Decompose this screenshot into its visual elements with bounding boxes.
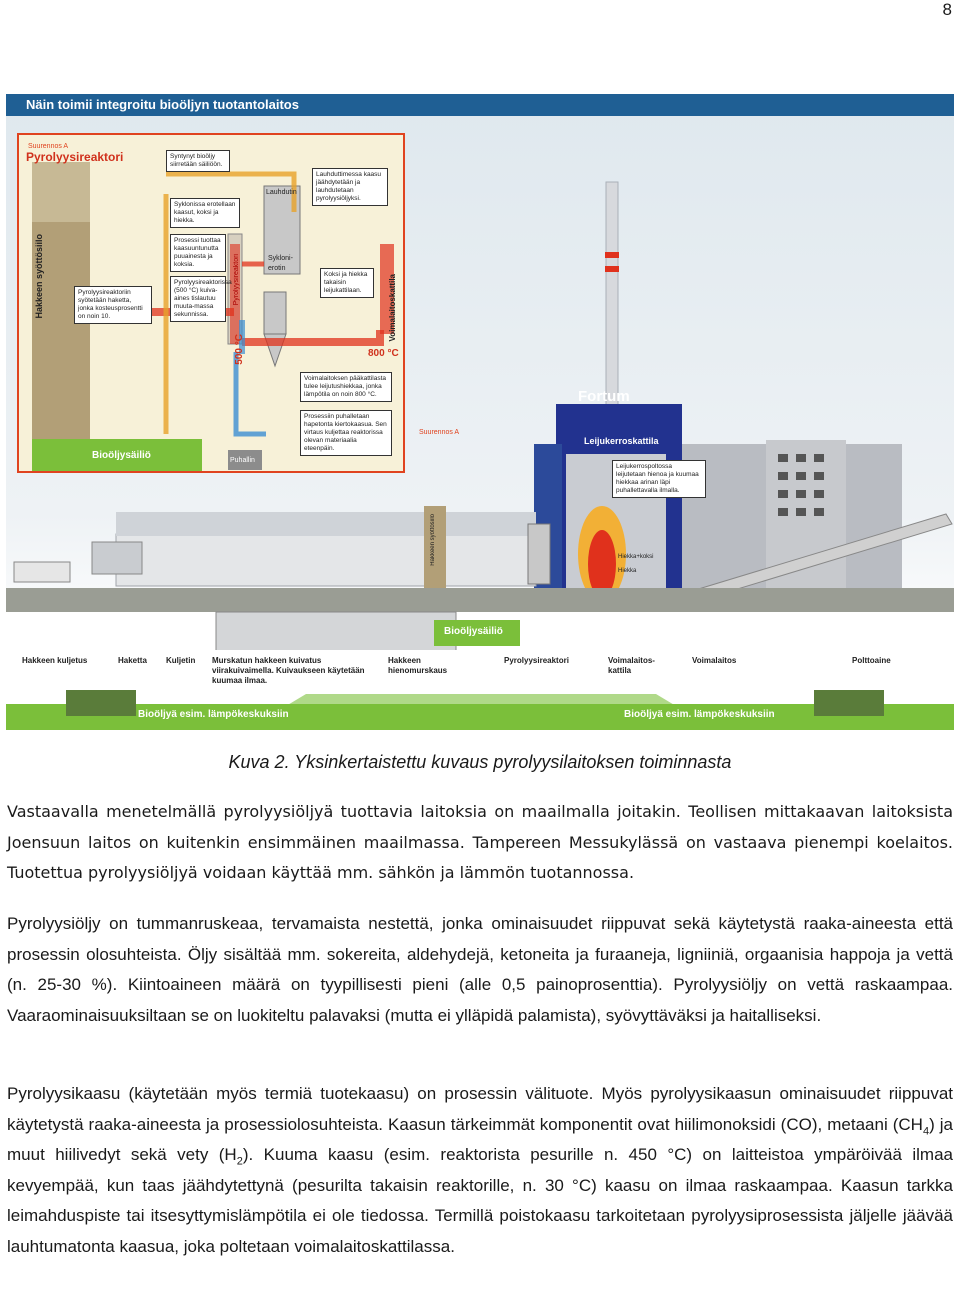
callout-prosessi: Prosessi tuottaa kaasuuntunutta puuaines…	[170, 234, 226, 272]
bio-oil-tank-lower: Bioöljysäiliö	[444, 626, 503, 637]
step-voimalaitoskattila: Voimalaitos-kattila	[608, 656, 655, 675]
p3-part-a: Pyrolyysikaasu (käytetään myös termiä tu…	[7, 1084, 953, 1134]
temp-800: 800 °C	[368, 348, 399, 359]
sykloni-label: Sykloni- erotin	[268, 255, 293, 272]
fortum-text: Fortum	[578, 388, 630, 405]
p3-sub-h2: 2	[236, 1155, 243, 1168]
temp-500: 500 °C	[234, 334, 245, 365]
hiekka-koksi-label: Hiekka+koksi	[618, 554, 654, 560]
callout-syklonissa: Syklonissa erotellaan kaasut, koksi ja h…	[170, 198, 240, 228]
p3-part-c: ). Kuuma kaasu (esim. reaktorista pesuri…	[7, 1145, 953, 1256]
callout-pyro: Pyrolyysireaktorissa (500 °C) kuiva-aine…	[170, 276, 232, 322]
callout-puhallus: Prosessiin puhalletaan hapetonta kiertok…	[300, 410, 392, 456]
callout-lauhdutin: Lauhduttimessa kaasu jäähdytetään ja lau…	[312, 168, 388, 206]
output-left: Bioöljyä esim. lämpökeskuksiin	[138, 709, 289, 720]
figure-caption: Kuva 2. Yksinkertaistettu kuvaus pyrolyy…	[228, 752, 732, 772]
plant-illustration	[6, 133, 954, 730]
step-kuljetin: Kuljetin	[166, 656, 196, 665]
puhallin-label: Puhallin	[230, 457, 255, 464]
paragraph-2: Pyrolyysiöljy on tummanruskeaa, tervamai…	[7, 914, 953, 1025]
step-voimalaitos: Voimalaitos	[692, 656, 737, 665]
paragraph-1: Vastaavalla menetelmällä pyrolyysiöljyä …	[7, 802, 953, 882]
figure-header: Näin toimii integroitu bioöljyn tuotanto…	[6, 94, 954, 116]
p3-sub-ch4: 4	[922, 1124, 930, 1137]
callout-syntynyt: Syntynyt bioöljy siirretään säiliöön.	[166, 150, 230, 172]
feed-silo-lower-label: Hakkeen syöttösiilo	[430, 514, 436, 566]
callout-voimalaitos: Voimalaitoksen pääkattilasta tulee leiju…	[300, 372, 392, 402]
step-kuivatus: Murskatun hakkeen kuivatus viirakuivaime…	[212, 656, 365, 685]
reactor-title: Pyrolyysireaktori	[26, 150, 124, 164]
p3-part-b: ) ja muut hiilivedyt sekä vety (H	[7, 1114, 953, 1165]
fortum-logo: Fortum	[578, 388, 630, 405]
output-right: Bioöljyä esim. lämpökeskuksiin	[624, 709, 775, 720]
lauhdutin-label: Lauhdutin	[266, 189, 297, 196]
process-figure: Näin toimii integroitu bioöljyn tuotanto…	[6, 94, 954, 746]
reactor-vertical-label: Pyrolyysireaktori	[233, 254, 240, 306]
callout-leijukerros: Leijukerrospoltossa leijutetaan hienoa j…	[612, 460, 706, 498]
hiekka-label: Hiekka	[618, 568, 637, 574]
bio-oil-tank-upper: Bioöljysäiliö	[92, 450, 151, 461]
suurennos-a-mid: Suurennos A	[419, 429, 460, 436]
paragraph-3: Pyrolyysikaasu (käytetään myös termiä tu…	[7, 1079, 953, 1262]
boiler-vertical-label: Voimalaitoskattila	[388, 274, 397, 342]
step-hienomurskaus: Hakkeen hienomurskaus	[388, 656, 448, 675]
callout-syotetaan: Pyrolyysireaktoriin syötetään haketta, j…	[74, 286, 152, 324]
callout-koksi: Koksi ja hiekka takaisin leijukattilaan.	[320, 268, 374, 298]
feed-silo-label: Hakkeen syöttösiilo	[34, 234, 44, 319]
boiler-label: Leijukerroskattila	[584, 436, 659, 446]
step-pyrolyysireaktori: Pyrolyysireaktori	[504, 656, 569, 665]
step-polttoaine: Polttoaine	[852, 656, 891, 665]
page-number: 8	[942, 0, 952, 19]
step-hakkeen-kuljetus: Hakkeen kuljetus	[22, 656, 88, 665]
suurennos-a-top: Suurennos A	[28, 143, 69, 150]
step-haketta: Haketta	[118, 656, 147, 665]
